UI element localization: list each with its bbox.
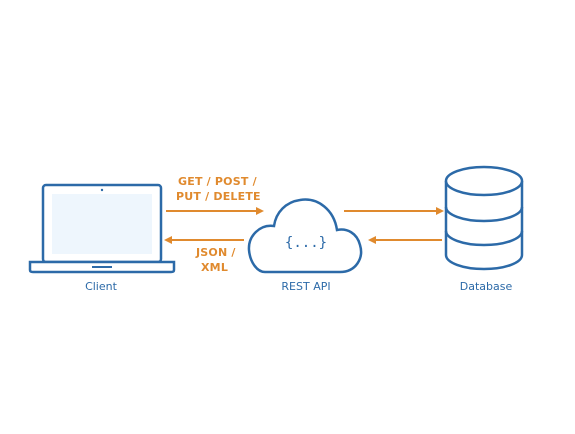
api-content-text: {...} <box>284 235 328 251</box>
database-icon <box>444 165 524 271</box>
request-methods-line1: GET / POST / <box>178 175 257 188</box>
laptop-icon <box>28 183 176 274</box>
client-label: Client <box>85 280 117 293</box>
response-format-line1: JSON / <box>196 246 236 259</box>
rest-api-label: REST API <box>281 280 331 293</box>
request-methods-line2: PUT / DELETE <box>176 190 261 203</box>
cloud-icon <box>247 198 363 274</box>
database-label: Database <box>459 280 513 293</box>
response-format-line2: XML <box>201 261 229 274</box>
